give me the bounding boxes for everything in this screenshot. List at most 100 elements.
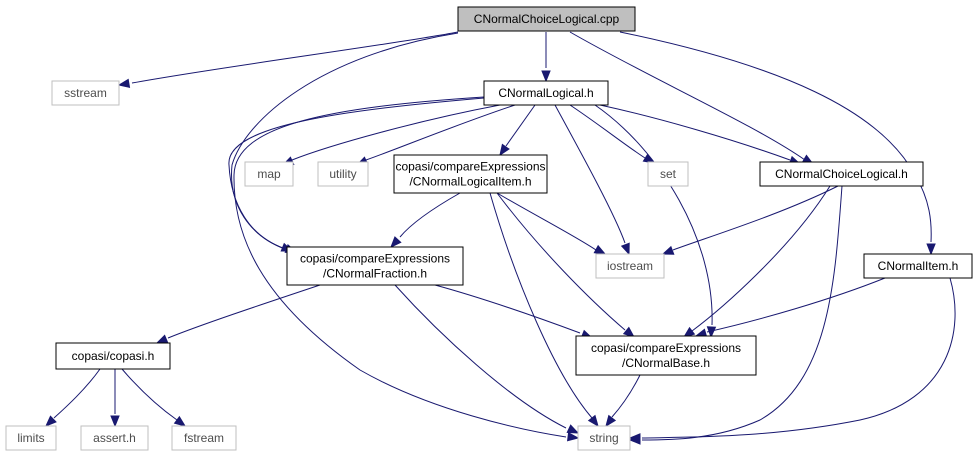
edge-cnormallogical_h-to-set: [569, 104, 656, 164]
node-label: set: [660, 167, 677, 181]
node-label: /CNormalLogicalItem.h: [409, 175, 531, 189]
edge-cnormalitem_h-to-cnormalbase_h: [694, 277, 886, 338]
arrowhead-icon: [661, 245, 675, 255]
node-string[interactable]: string: [577, 425, 631, 451]
node-label: CNormalItem.h: [878, 259, 959, 273]
node-box: [317, 161, 369, 187]
edge-cnormalfraction_h-to-string: [394, 284, 580, 434]
node-box: [244, 161, 294, 187]
arrowhead-icon: [566, 424, 580, 434]
node-box: [80, 425, 149, 451]
node-copasi-h[interactable]: copasi/copasi.h: [55, 342, 171, 370]
edge-cnormallogical_h-to-cnormallogicalitem_h: [499, 104, 536, 157]
edge-line: [233, 96, 567, 438]
edge-cnormalbase_h-to-string: [605, 374, 641, 428]
node-limits[interactable]: limits: [5, 425, 57, 451]
node-box: [647, 161, 689, 187]
edge-line: [489, 192, 593, 419]
edge-copasi_h-to-assert_h: [110, 369, 120, 428]
edge-cnormallogicalitem_h-to-string: [489, 192, 599, 428]
arrowhead-icon: [173, 415, 187, 427]
arrowhead-icon: [117, 78, 131, 88]
node-label: CNormalChoiceLogical.cpp: [474, 12, 620, 26]
edge-line: [434, 284, 581, 334]
arrowhead-icon: [622, 326, 636, 338]
edge-line: [53, 368, 101, 419]
edge-line: [399, 192, 461, 238]
edge-root-to-cnormallogical_h: [541, 32, 551, 83]
node-iostream[interactable]: iostream: [595, 253, 665, 279]
edge-line: [611, 374, 641, 418]
edge-cnormalfraction_h-to-copasi_h: [155, 284, 321, 344]
node-box: [575, 335, 757, 376]
edge-cnormalitem_h-to-string: [628, 277, 956, 443]
node-map[interactable]: map: [244, 161, 294, 187]
nodes-layer: CNormalChoiceLogical.cpp sstream CNormalLo…: [5, 6, 973, 451]
edge-cnormallogical_h-to-string: [233, 96, 580, 442]
edge-line: [599, 104, 791, 161]
node-cnormalchoicelogical-h[interactable]: CNormalChoiceLogical.h: [759, 161, 924, 187]
node-label: iostream: [607, 259, 653, 273]
node-label: sstream: [64, 86, 107, 100]
arrowhead-icon: [605, 414, 617, 428]
edge-cnormallogical_h-to-iostream: [554, 104, 630, 256]
arrowhead-icon: [541, 70, 551, 83]
edge-cnormalchoicelogical_h-to-string: [628, 185, 843, 445]
node-box: [5, 425, 57, 451]
node-box: [457, 6, 636, 32]
arrowhead-icon: [45, 415, 57, 427]
edge-cnormallogicalitem_h-to-iostream: [496, 192, 607, 255]
node-label: copasi/compareExpressions: [300, 252, 450, 266]
node-fstream[interactable]: fstream: [171, 425, 237, 451]
node-label: map: [257, 167, 281, 181]
arrowhead-icon: [155, 334, 169, 344]
node-label: /CNormalBase.h: [622, 356, 710, 370]
node-assert-h[interactable]: assert.h: [80, 425, 149, 451]
edge-line: [291, 104, 501, 161]
node-label: fstream: [184, 431, 224, 445]
edge-line: [594, 104, 713, 326]
node-sstream[interactable]: sstream: [51, 80, 120, 106]
node-cnormalfraction-h[interactable]: copasi/compareExpressions/CNormalFractio…: [286, 246, 464, 286]
edge-copasi_h-to-limits: [45, 368, 101, 427]
node-label: assert.h: [93, 431, 136, 445]
edge-cnormalchoicelogical_h-to-iostream: [661, 185, 839, 255]
node-label: /CNormalFraction.h: [323, 267, 427, 281]
node-box: [595, 253, 665, 279]
edge-line: [496, 192, 626, 331]
edge-cnormallogicalitem_h-to-cnormalbase_h: [496, 192, 636, 338]
edge-line: [231, 32, 459, 250]
arrowhead-icon: [110, 415, 120, 428]
node-set[interactable]: set: [647, 161, 689, 187]
edge-line: [496, 192, 597, 251]
edge-line: [569, 31, 806, 161]
node-label: utility: [329, 167, 356, 181]
edge-line: [641, 277, 956, 439]
edge-line: [167, 284, 321, 339]
edge-line: [619, 31, 932, 243]
edge-root-to-cnormalitem_h: [619, 31, 936, 256]
arrowhead-icon: [499, 143, 510, 157]
edge-line: [394, 284, 567, 429]
edge-line: [365, 104, 516, 161]
edge-line: [706, 277, 886, 333]
node-cnormalitem-h[interactable]: CNormalItem.h: [863, 253, 973, 279]
edge-line: [121, 368, 178, 421]
node-cnormallogical-h[interactable]: CNormalLogical.h: [483, 80, 609, 106]
node-box: [51, 80, 120, 106]
node-label: CNormalLogical.h: [498, 86, 593, 100]
node-box: [759, 161, 924, 187]
node-label: copasi/compareExpressions: [395, 160, 545, 174]
node-cnormalbase-h[interactable]: copasi/compareExpressions/CNormalBase.h: [575, 335, 757, 376]
arrowhead-icon: [620, 242, 630, 256]
node-box: [286, 246, 464, 286]
node-label: CNormalChoiceLogical.h: [775, 167, 908, 181]
node-root[interactable]: CNormalChoiceLogical.cpp: [457, 6, 636, 32]
node-utility[interactable]: utility: [317, 161, 369, 187]
node-box: [55, 342, 171, 370]
node-label: copasi/compareExpressions: [591, 341, 741, 355]
edge-line: [505, 104, 536, 147]
node-cnormallogicalitem-h[interactable]: copasi/compareExpressions/CNormalLogical…: [393, 154, 548, 194]
edge-cnormalfraction_h-to-cnormalbase_h: [434, 284, 594, 339]
